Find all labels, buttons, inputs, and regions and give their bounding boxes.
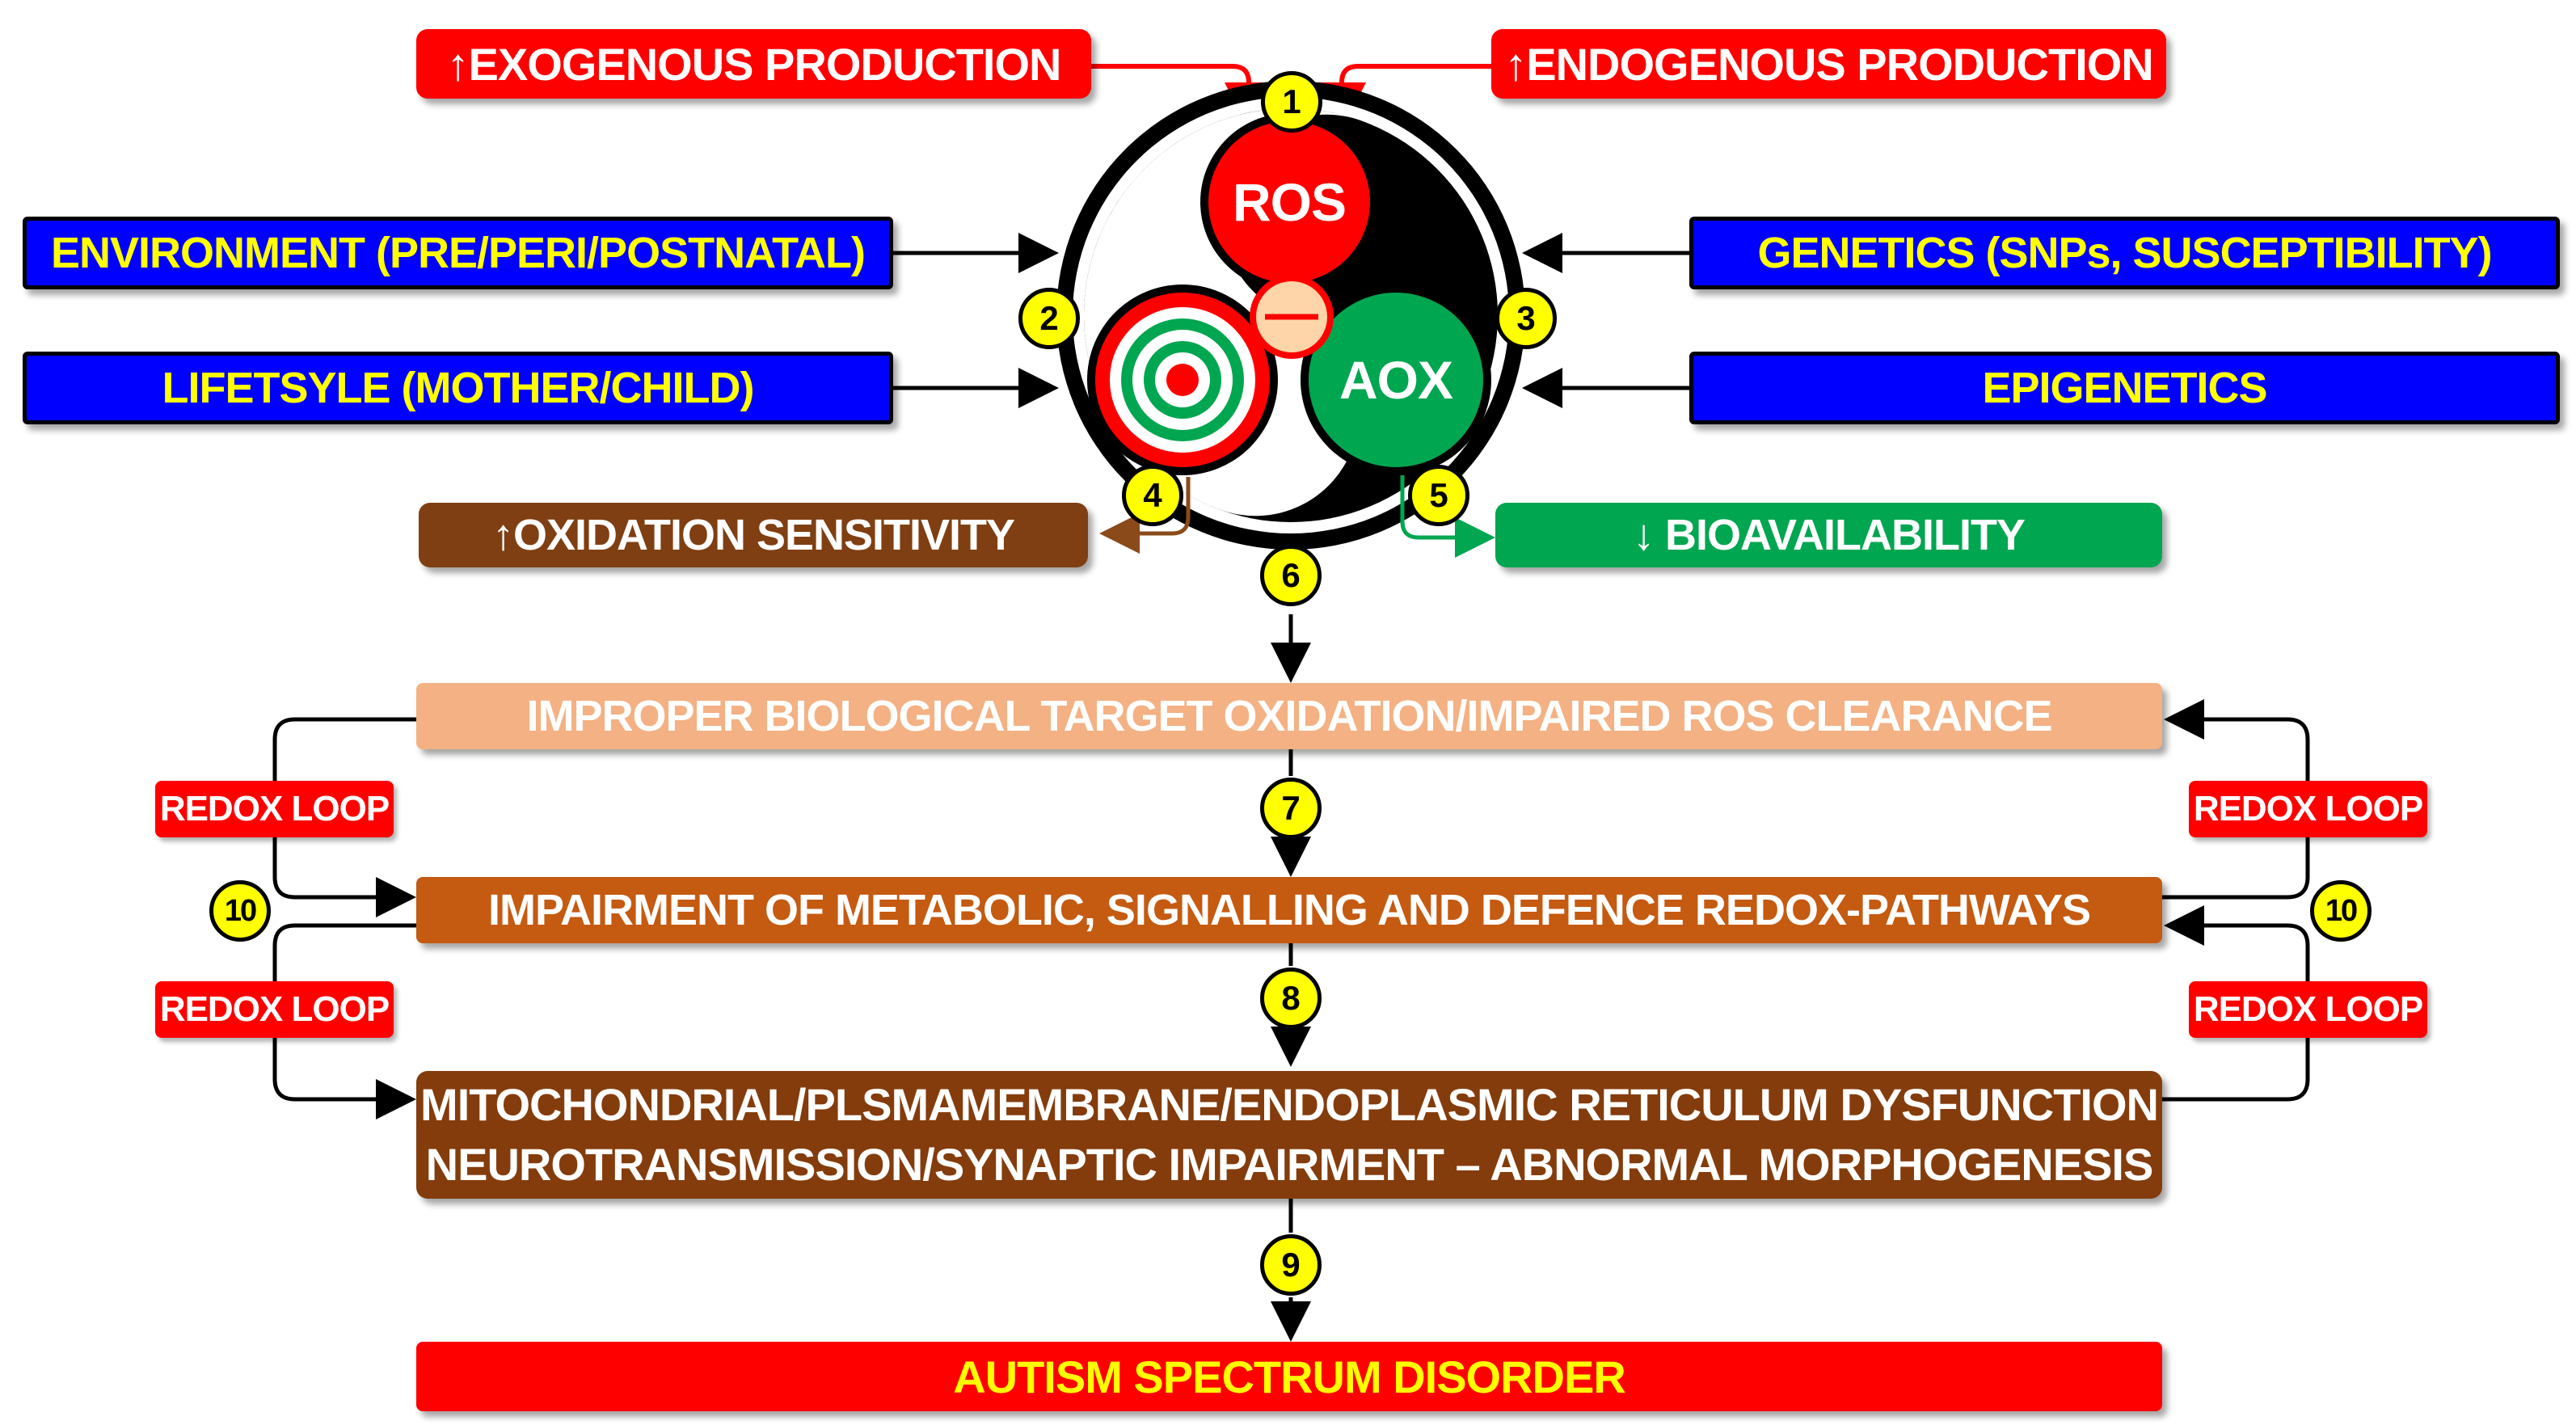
step-badge-10-right: 10 <box>2310 880 2372 942</box>
lifestyle-box: LIFETSYLE (MOTHER/CHILD) <box>23 352 893 424</box>
ros-label: ROS <box>1232 172 1347 232</box>
step-badge-2: 2 <box>1018 288 1080 349</box>
genetics-box: GENETICS (SNPs, SUSCEPTIBILITY) <box>1689 217 2560 289</box>
step-badge-5: 5 <box>1408 465 1469 526</box>
exogenous-production-box: ↑EXOGENOUS PRODUCTION <box>416 29 1091 99</box>
aox-label: AOX <box>1339 350 1453 410</box>
step-badge-8: 8 <box>1260 968 1322 1029</box>
endogenous-production-box: ↑ENDOGENOUS PRODUCTION <box>1491 29 2166 99</box>
redox-pathways-box: IMPAIRMENT OF METABOLIC, SIGNALLING AND … <box>416 877 2162 943</box>
step-badge-10-left: 10 <box>209 880 271 942</box>
dysfunction-line-2: NEUROTRANSMISSION/SYNAPTIC IMPAIRMENT – … <box>425 1139 2154 1190</box>
redox-loop-right-top: REDOX LOOP <box>2189 781 2427 837</box>
redox-loop-left-bottom: REDOX LOOP <box>155 981 394 1038</box>
minus-icon <box>1250 275 1334 359</box>
exogenous-arrow <box>1091 64 1273 131</box>
step-badge-4: 4 <box>1122 465 1183 526</box>
step-badge-7: 7 <box>1260 778 1322 839</box>
endogenous-arrow <box>1318 64 1491 131</box>
bioavailability-box: ↓ BIOAVAILABILITY <box>1495 503 2162 567</box>
dysfunction-line-1: MITOCHONDRIAL/PLSMAMEMBRANE/ENDOPLASMIC … <box>420 1079 2159 1130</box>
oxidation-sensitivity-box: ↑OXIDATION SENSITIVITY <box>419 503 1088 567</box>
step-badge-6: 6 <box>1260 545 1322 606</box>
oxidation-arrow <box>1099 477 1191 554</box>
target-icon <box>1087 285 1278 475</box>
epigenetics-box: EPIGENETICS <box>1689 352 2560 424</box>
redox-loop-right-bottom: REDOX LOOP <box>2189 981 2427 1038</box>
step-badge-1: 1 <box>1261 71 1322 133</box>
autism-spectrum-disorder-box: AUTISM SPECTRUM DISORDER <box>416 1342 2162 1411</box>
environment-box: ENVIRONMENT (PRE/PERI/POSTNATAL) <box>23 217 893 289</box>
dysfunction-box: MITOCHONDRIAL/PLSMAMEMBRANE/ENDOPLASMIC … <box>416 1071 2162 1199</box>
redox-loop-left-top: REDOX LOOP <box>155 781 394 837</box>
bioavailability-arrow <box>1400 475 1495 558</box>
step-badge-9: 9 <box>1260 1234 1322 1296</box>
target-oxidation-box: IMPROPER BIOLOGICAL TARGET OXIDATION/IMP… <box>416 683 2162 749</box>
step-badge-3: 3 <box>1495 288 1557 349</box>
